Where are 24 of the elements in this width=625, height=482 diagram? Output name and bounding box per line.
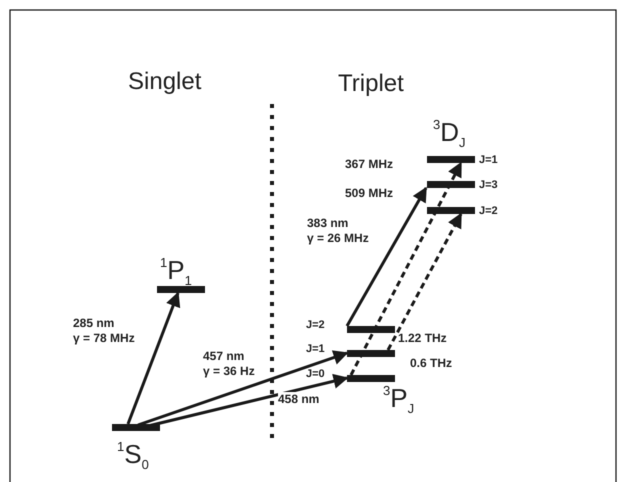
column-heading: Triplet: [338, 70, 404, 98]
term-symbol: $^{3}$D$_{J}$: [433, 118, 466, 149]
level-j-label: J=1: [479, 154, 498, 166]
level-j-label: J=2: [479, 205, 498, 217]
splitting-label: 1.22 THz: [398, 331, 447, 346]
level-j-label: J=3: [479, 179, 498, 191]
edge-label: 285 nm γ = 78 MHz: [73, 316, 135, 346]
splitting-label: 509 MHz: [345, 186, 394, 201]
dashed-arrow: [350, 162, 462, 376]
state-label: $^{1}$S$_{0}$: [117, 440, 149, 471]
arrow: [346, 186, 428, 327]
edge-label: 383 nm γ = 26 MHz: [307, 216, 369, 246]
term-symbol: $^{3}$P$_{J}$: [383, 384, 414, 415]
arrow: [138, 350, 348, 426]
state-label: $^{1}$P$_{1}$: [160, 256, 192, 287]
level-j-label: J=1: [306, 343, 325, 355]
level-j-label: J=2: [306, 319, 325, 331]
edge-label: 457 nm γ = 36 Hz: [203, 349, 255, 379]
level-j-label: J=0: [306, 368, 325, 380]
arrow: [126, 292, 180, 425]
splitting-label: 367 MHz: [345, 157, 394, 172]
splitting-label: 0.6 THz: [410, 356, 452, 371]
dashed-arrow: [386, 212, 462, 351]
column-heading: Singlet: [128, 68, 202, 96]
